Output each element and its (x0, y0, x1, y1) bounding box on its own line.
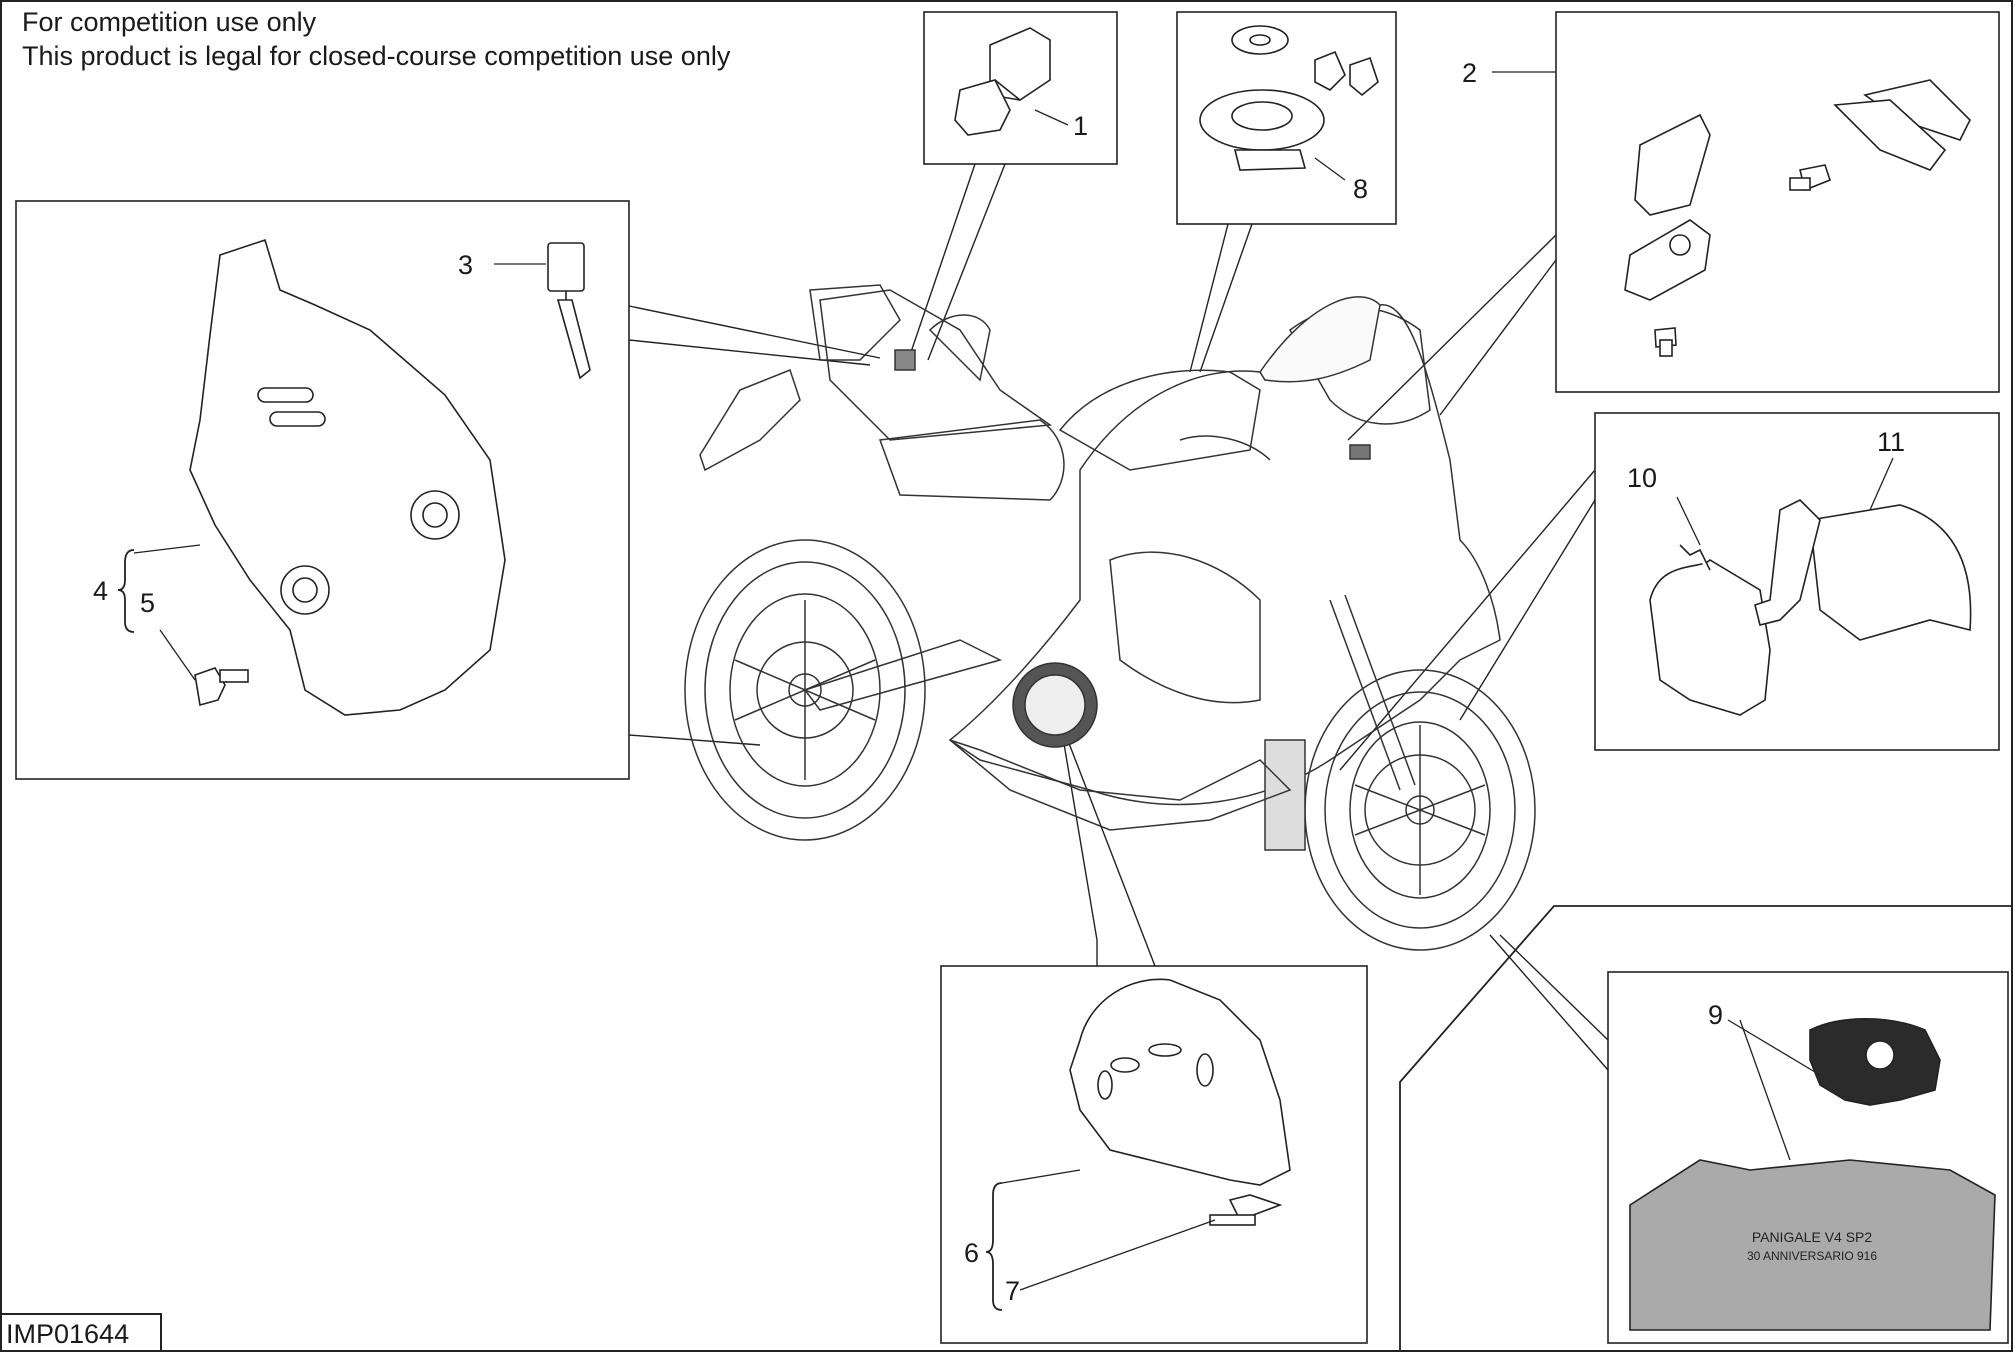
leader-box-6-7 (1059, 719, 1098, 966)
part-1-connector (954, 27, 1051, 136)
legal-notice: This product is legal for closed-course … (22, 41, 731, 71)
brace-4-5 (117, 549, 135, 633)
callout-1: 1 (1073, 111, 1088, 141)
leader-box-10-11b (1459, 499, 1596, 721)
callout-11: 11 (1877, 427, 1905, 457)
part-9-cover: PANIGALE V4 SP2 30 ANNIVERSARIO 916 (1629, 1017, 1996, 1331)
decal-text-line-2: 30 ANNIVERSARIO 916 (1747, 1249, 1877, 1263)
leader-box-9 (1489, 934, 1609, 1071)
part-6-7-clutch-cover (1069, 978, 1291, 1226)
leader-box-1b (927, 163, 1006, 361)
part-2-mirror-plates (1624, 79, 1971, 357)
callout-7: 7 (1005, 1276, 1020, 1306)
part-3-connector-cable (547, 242, 591, 380)
frame-outline (1399, 905, 2012, 1352)
callout-4: 4 (93, 576, 108, 606)
leader-box-3b (628, 339, 871, 366)
leader-box-6-7b (1059, 719, 1156, 967)
drawing-id: IMP01644 (2, 1313, 162, 1351)
callout-3: 3 (458, 250, 473, 280)
callout-6: 6 (964, 1238, 979, 1268)
competition-notice: For competition use only (22, 7, 317, 37)
leader-box-2b (1439, 259, 1557, 416)
part-4-5-heat-shield (189, 238, 506, 716)
callout-2: 2 (1462, 58, 1477, 88)
leader-box-8 (1189, 223, 1229, 373)
part-8-fuel-cap (1199, 25, 1379, 171)
part-10-11-covers (1649, 499, 1972, 716)
leader-box-9b (1499, 934, 1609, 1041)
box-item-2 (1555, 11, 2000, 393)
leader-box-10-11 (1339, 469, 1596, 771)
leader-box-4-5 (628, 734, 761, 746)
callout-10: 10 (1627, 463, 1657, 493)
leader-box-2 (1347, 234, 1557, 441)
leader-box-8b (1199, 223, 1253, 373)
leader-box-3 (628, 305, 881, 359)
brace-6-7 (985, 1182, 1003, 1311)
callout-5: 5 (140, 588, 155, 618)
callout-8: 8 (1353, 174, 1368, 204)
decal-text-line-1: PANIGALE V4 SP2 (1752, 1229, 1873, 1245)
leader-box-1 (909, 163, 976, 356)
motorcycle-illustration (684, 284, 1536, 951)
callout-9: 9 (1708, 1000, 1723, 1030)
